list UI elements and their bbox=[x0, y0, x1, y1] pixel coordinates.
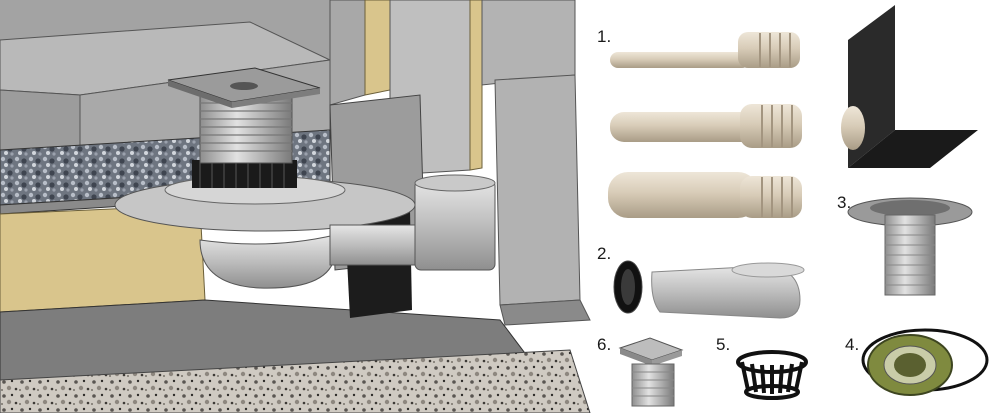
cross-section-illustration bbox=[0, 0, 591, 413]
part-5-collar-ring bbox=[736, 350, 808, 400]
label-part-1: 1. bbox=[597, 27, 612, 46]
part-2-elbow-and-gasket bbox=[613, 260, 805, 319]
label-part-6: 6. bbox=[597, 335, 612, 354]
part-3-drain-body bbox=[847, 197, 973, 296]
label-part-4: 4. bbox=[845, 335, 860, 354]
label-part-5: 5. bbox=[716, 335, 731, 354]
membrane-corner-piece bbox=[841, 5, 978, 168]
label-part-2: 2. bbox=[597, 244, 612, 263]
label-part-3: 3. bbox=[837, 193, 852, 212]
part-1-pipes bbox=[608, 32, 802, 218]
part-4-sealing-rings bbox=[861, 328, 989, 396]
part-6-grate-riser bbox=[618, 337, 684, 407]
